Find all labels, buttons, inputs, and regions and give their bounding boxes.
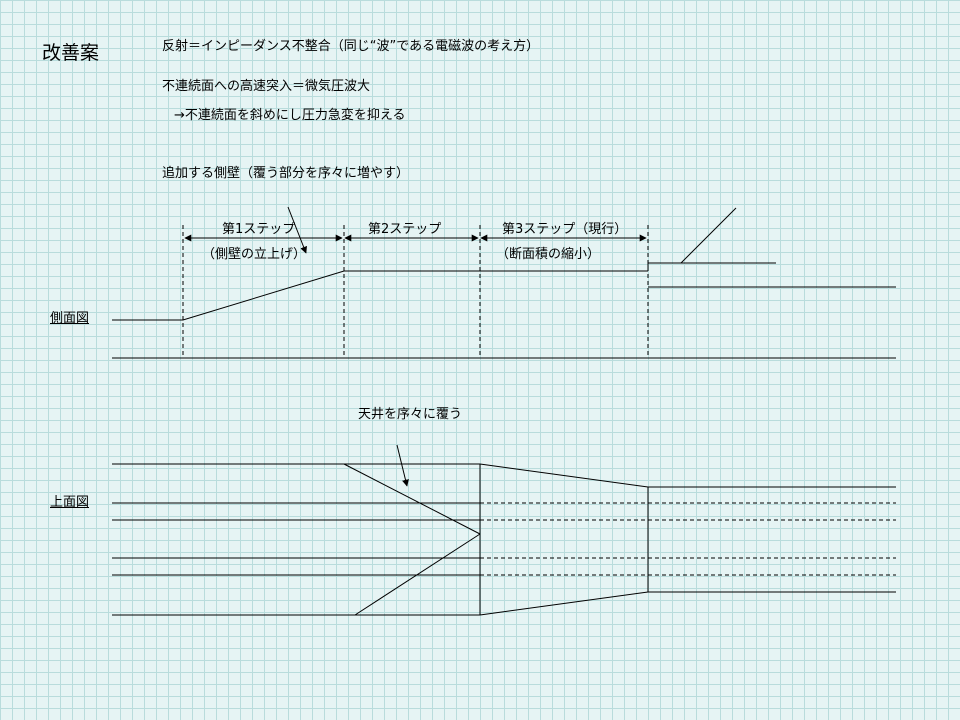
- explanation-line-pressure-wave: 不連続面への高速突入＝微気圧波大: [162, 79, 371, 94]
- step-1-sublabel: （側壁の立上げ）: [202, 247, 307, 262]
- step-boundary-lines: [182, 225, 649, 358]
- top-view-label: 上面図: [50, 495, 90, 510]
- ceiling-annotation: 天井を序々に覆う: [358, 407, 463, 422]
- side-wall-pointer: [287, 206, 307, 254]
- side-view-profile: [112, 207, 896, 359]
- side-view-label: 側面図: [50, 311, 90, 326]
- explanation-line-countermeasure: →不連続面を斜めにし圧力急変を抑える: [174, 108, 406, 123]
- step-3-sublabel: （断面積の縮小）: [496, 247, 601, 262]
- step-1-label: 第1ステップ: [222, 222, 296, 237]
- slide-title: 改善案: [42, 42, 100, 64]
- side-wall-annotation: 追加する側壁（覆う部分を序々に増やす）: [162, 166, 410, 181]
- top-view-plan: [112, 463, 896, 616]
- step-2-label: 第2ステップ: [368, 222, 442, 237]
- ceiling-pointer: [396, 444, 409, 487]
- step-3-label: 第3ステップ（現行）: [502, 222, 628, 237]
- explanation-line-reflection: 反射＝インピーダンス不整合（同じ“波”である電磁波の考え方）: [162, 39, 540, 54]
